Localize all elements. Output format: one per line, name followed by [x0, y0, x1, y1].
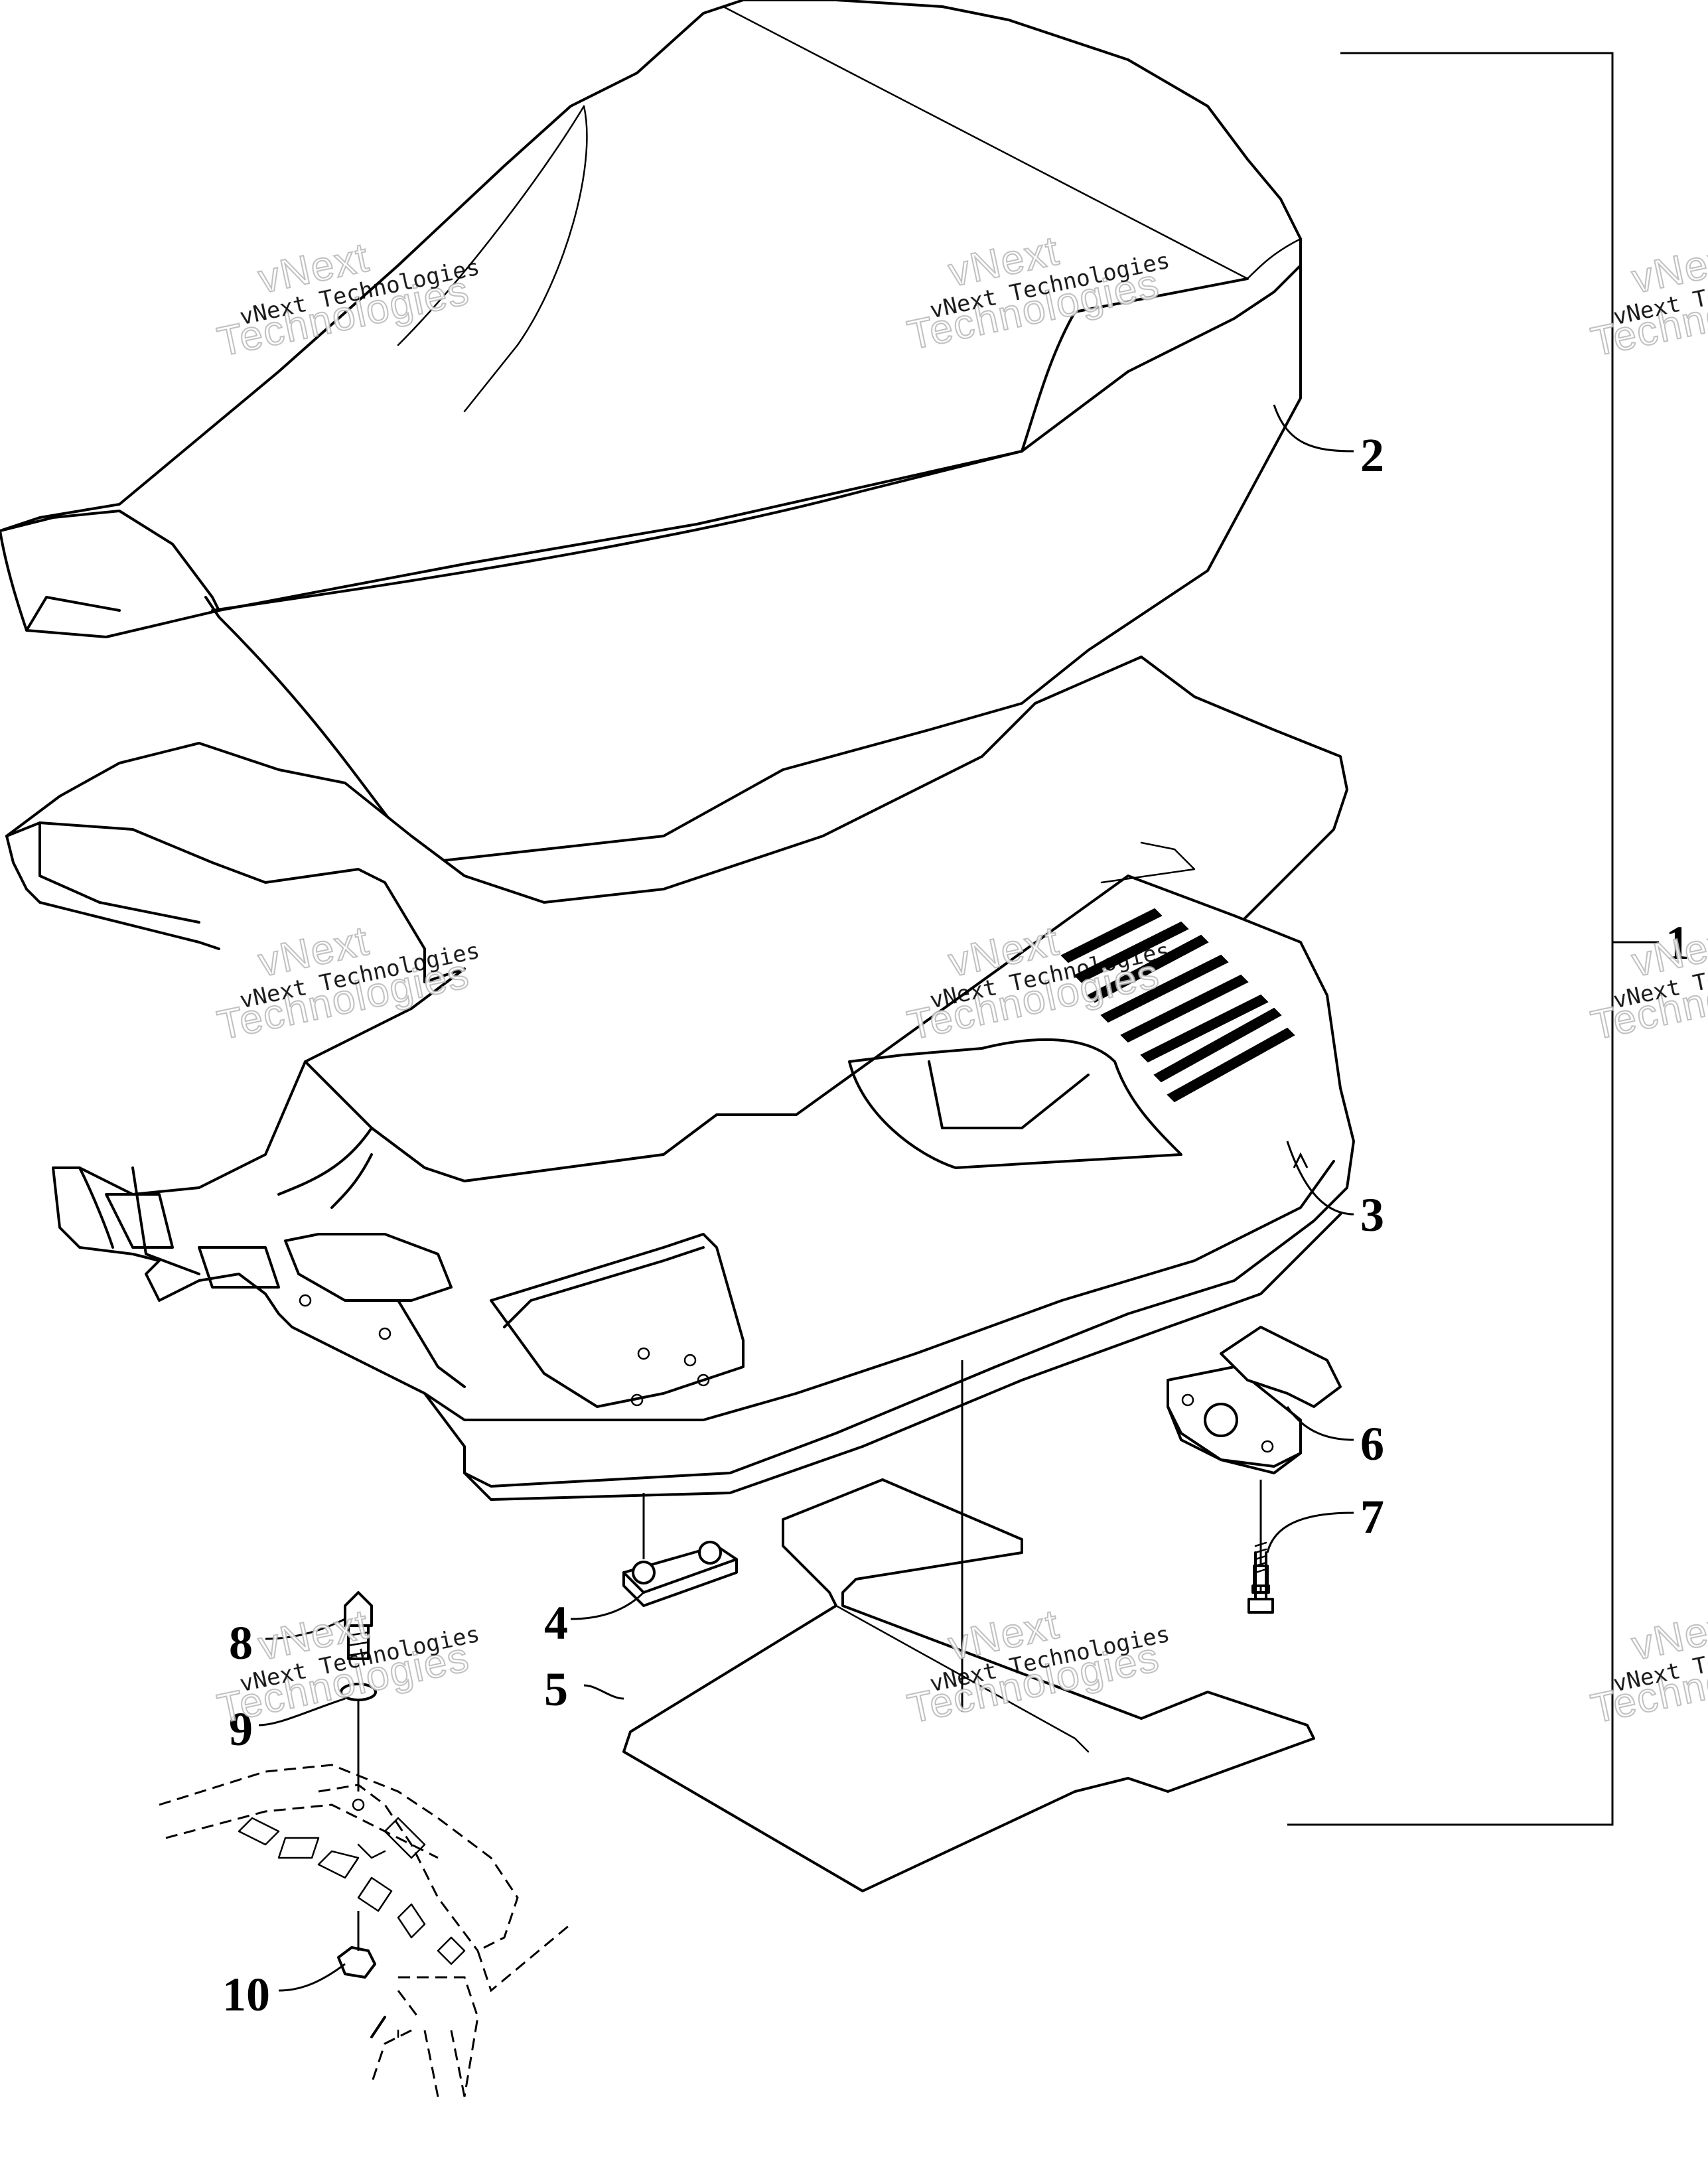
callout-3: 3: [1360, 1188, 1384, 1241]
assembly-bracket: [1287, 52, 1659, 1826]
leader-lines: [258, 404, 1354, 1992]
callout-5: 5: [544, 1663, 568, 1716]
callout-7: 7: [1360, 1490, 1384, 1543]
watermark: vNext Technologies vNext Technologies: [1587, 917, 1708, 1049]
callout-10: 10: [222, 1968, 270, 2021]
callout-4: 4: [544, 1596, 568, 1650]
vent-slots: [1060, 908, 1295, 1103]
callout-labels: 1 2 3 4 5 6 7 8 9 10: [222, 429, 1689, 2021]
frame-assembly-part: [159, 1591, 571, 2097]
callout-6: 6: [1360, 1417, 1384, 1470]
watermark: vNext Technologies vNext Technologies: [1587, 1600, 1708, 1732]
latch-part: [1167, 1326, 1342, 1592]
callout-8: 8: [229, 1616, 253, 1669]
seat-cover-part: [0, 0, 1302, 864]
bolt-part: [1247, 1541, 1274, 1614]
callout-2: 2: [1360, 429, 1384, 482]
callout-1: 1: [1666, 916, 1689, 969]
watermark: vNext Technologies vNext Technologies: [1587, 234, 1708, 366]
seat-base-part: [5, 656, 1355, 1501]
callout-9: 9: [229, 1703, 253, 1756]
bracket-part: [622, 1493, 738, 1607]
pad-part: [622, 1360, 1315, 1892]
